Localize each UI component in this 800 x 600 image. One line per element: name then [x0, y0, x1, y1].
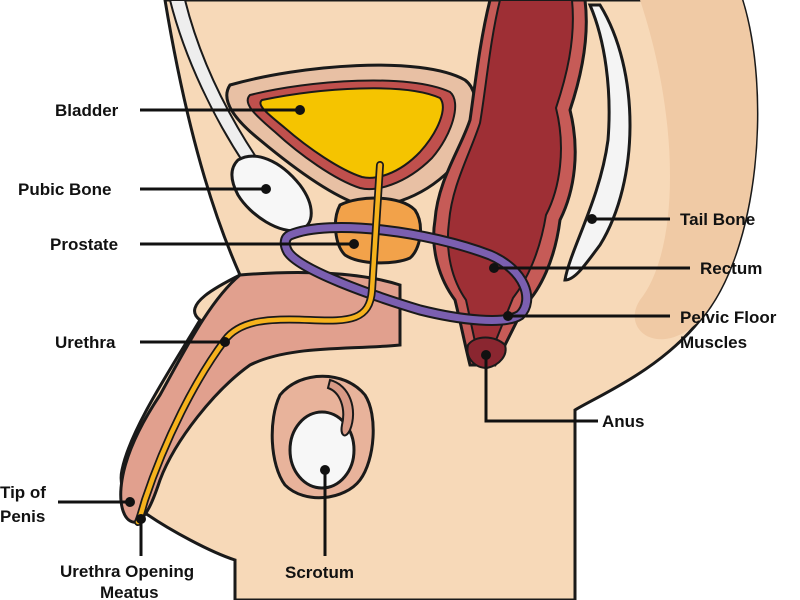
- leader-anus: [484, 355, 598, 423]
- dot-bladder: [295, 105, 305, 115]
- leader-dots: [125, 105, 597, 524]
- label-prostate: Prostate: [50, 235, 118, 254]
- back-wall: [580, 0, 757, 340]
- dot-pelvic-floor: [503, 311, 513, 321]
- label-anus: Anus: [602, 412, 645, 431]
- dot-urethra-opening: [136, 514, 146, 524]
- label-bladder: Bladder: [55, 101, 119, 120]
- label-tip-of-penis-line2: Penis: [0, 507, 45, 526]
- label-pubic-bone: Pubic Bone: [18, 180, 112, 199]
- label-urethra: Urethra: [55, 333, 116, 352]
- leader-lines: [58, 108, 690, 556]
- label-pelvic-floor-line2: Muscles: [680, 333, 747, 352]
- label-pelvic-floor-line1: Pelvic Floor: [680, 308, 777, 327]
- testicle: [288, 410, 356, 490]
- bladder: [259, 87, 444, 179]
- tail-bone: [563, 3, 632, 282]
- dot-urethra: [220, 337, 230, 347]
- label-scrotum: Scrotum: [285, 563, 354, 582]
- dot-pubic-bone: [261, 184, 271, 194]
- dot-scrotum: [320, 465, 330, 475]
- dot-tip-of-penis: [125, 497, 135, 507]
- label-urethra-opening-line1: Urethra Opening: [60, 562, 194, 581]
- pelvic-floor-muscles-fill: [281, 224, 531, 324]
- label-tail-bone: Tail Bone: [680, 210, 755, 229]
- penis: [119, 270, 402, 524]
- urethra-fill: [135, 162, 383, 525]
- label-rectum: Rectum: [700, 259, 762, 278]
- dot-prostate: [349, 239, 359, 249]
- dot-anus: [481, 350, 491, 360]
- label-urethra-opening-line2: Meatus: [100, 583, 159, 600]
- dot-tail-bone: [587, 214, 597, 224]
- label-tip-of-penis-line1: Tip of: [0, 483, 46, 502]
- epididymis: [326, 378, 355, 437]
- dot-rectum: [489, 263, 499, 273]
